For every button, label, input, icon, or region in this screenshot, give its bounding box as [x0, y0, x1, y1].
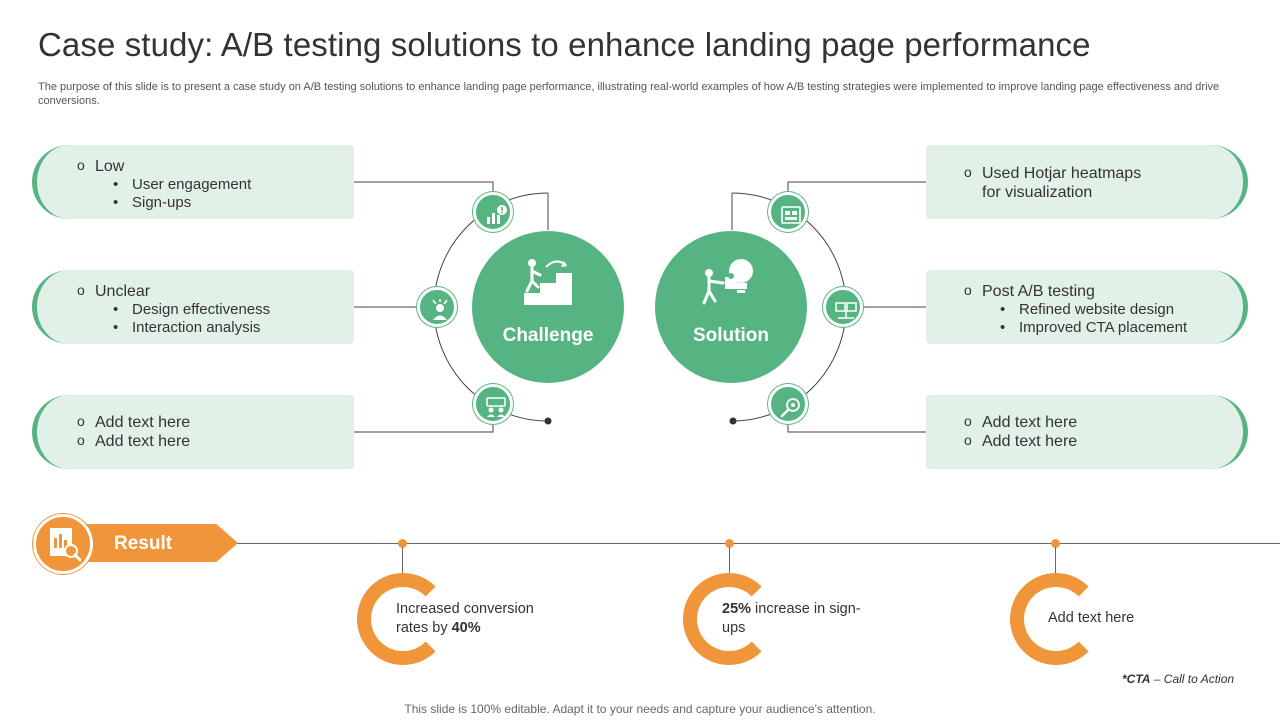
- timeline-stem: [1055, 547, 1056, 575]
- card-bullet: Sign-ups: [95, 194, 251, 212]
- solution-circle: Solution: [655, 231, 807, 383]
- result-timeline: [236, 543, 1280, 544]
- card-bullet: Improved CTA placement: [982, 319, 1204, 337]
- result-text-1: Increased conversion rates by 40%: [396, 601, 534, 636]
- solution-card-2: Post A/B testing Refined website design …: [926, 270, 1248, 344]
- timeline-stem: [729, 547, 730, 575]
- heatmap-dashboard-icon: [768, 192, 808, 232]
- card-bullet: Design effectiveness: [95, 301, 270, 319]
- puzzle-lightbulb-icon: [702, 259, 753, 305]
- result-icon-circle: [33, 514, 93, 574]
- challenge-circle: Challenge: [472, 231, 624, 383]
- timeline-dot: [398, 539, 407, 548]
- result-text-3: Add text here: [1048, 610, 1135, 626]
- climbing-steps-icon: [524, 259, 572, 305]
- card-heading: Post A/B testing: [982, 283, 1095, 300]
- confused-person-icon: [417, 287, 457, 327]
- card-line: Add text here: [77, 431, 190, 451]
- result-label: Result: [114, 533, 173, 554]
- footnote: *CTA – Call to Action: [1122, 672, 1235, 686]
- challenge-card-1: Low User engagement Sign-ups: [32, 145, 354, 219]
- footer-note: This slide is 100% editable. Adapt it to…: [404, 702, 876, 716]
- result-banner: Result: [84, 524, 238, 562]
- card-heading: Used Hotjar heatmaps for visualization: [964, 163, 1164, 202]
- timeline-stem: [402, 547, 403, 575]
- solution-card-3: Add text here Add text here: [926, 395, 1248, 469]
- card-line: Add text here: [964, 412, 1204, 432]
- card-heading: Low: [95, 158, 125, 175]
- timeline-dot: [1051, 539, 1060, 548]
- card-heading: Unclear: [95, 283, 151, 300]
- page-subtitle: The purpose of this slide is to present …: [38, 81, 1220, 107]
- page-title: Case study: A/B testing solutions to enh…: [38, 26, 1091, 63]
- challenge-card-2: Unclear Design effectiveness Interaction…: [32, 270, 354, 344]
- card-line: Add text here: [77, 412, 190, 432]
- card-bullet: User engagement: [95, 176, 251, 194]
- monitor-compare-icon: [823, 287, 863, 327]
- solution-card-1: Used Hotjar heatmaps for visualization: [926, 145, 1248, 219]
- chart-alert-icon: [473, 192, 513, 232]
- challenge-card-3: Add text here Add text here: [32, 395, 354, 469]
- team-icon: [473, 384, 513, 424]
- timeline-dot: [725, 539, 734, 548]
- card-line: Add text here: [964, 431, 1204, 451]
- report-magnifier-icon: [50, 528, 81, 562]
- card-bullet: Refined website design: [982, 301, 1204, 319]
- search-gear-icon: [768, 384, 808, 424]
- card-bullet: Interaction analysis: [95, 319, 270, 337]
- result-text-2: 25% increase in sign-ups: [722, 601, 861, 636]
- challenge-label: Challenge: [502, 325, 594, 346]
- solution-label: Solution: [693, 325, 769, 346]
